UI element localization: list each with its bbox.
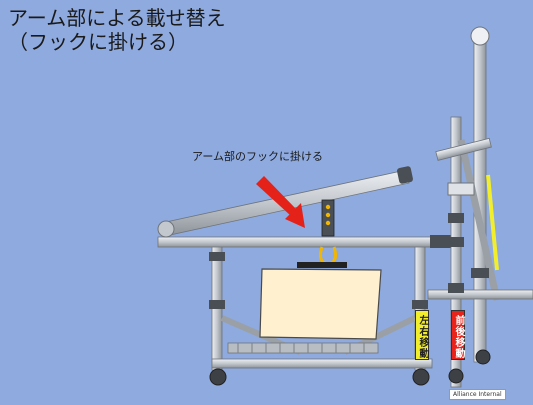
classification-badge: Alliance Internal [449,389,506,400]
front-back-move-label: 前後移動 [451,310,465,360]
joint [412,300,428,309]
slider-post [450,116,462,388]
caster-wheel [209,368,227,386]
tower-base-bar [427,289,533,300]
caster-wheel [475,349,491,365]
cart-bottom-bar [211,358,433,369]
joint [448,237,464,247]
tower-cap [470,26,490,46]
left-right-move-label: 左右移動 [415,310,429,360]
title-line-1: アーム部による載せ替え [8,6,226,30]
title-line-2: （フックに掛ける） [8,30,188,54]
tower-accent [486,174,499,271]
pointer-arrow [256,176,305,228]
tower-diagonal [457,139,501,301]
hook-callout-label: アーム部のフックに掛ける [192,150,324,163]
hook-bracket [297,262,347,268]
load-box [259,268,382,340]
caster-wheel [412,368,430,386]
joint [448,283,464,293]
caster-wheel [448,368,464,384]
hook-assembly [297,199,347,268]
joint [448,213,464,223]
joint [471,268,489,278]
arm-pivot [157,220,175,238]
joint [430,235,452,248]
right-tower [427,26,533,388]
joint [209,300,225,309]
hook [319,246,337,266]
roller-conveyor [227,342,379,354]
tower-crossbar [435,137,492,161]
joint [209,252,225,261]
main-platform-beam [157,236,455,248]
slide-title: アーム部による載せ替え （フックに掛ける） [8,6,226,54]
tower-clamp [447,182,475,196]
